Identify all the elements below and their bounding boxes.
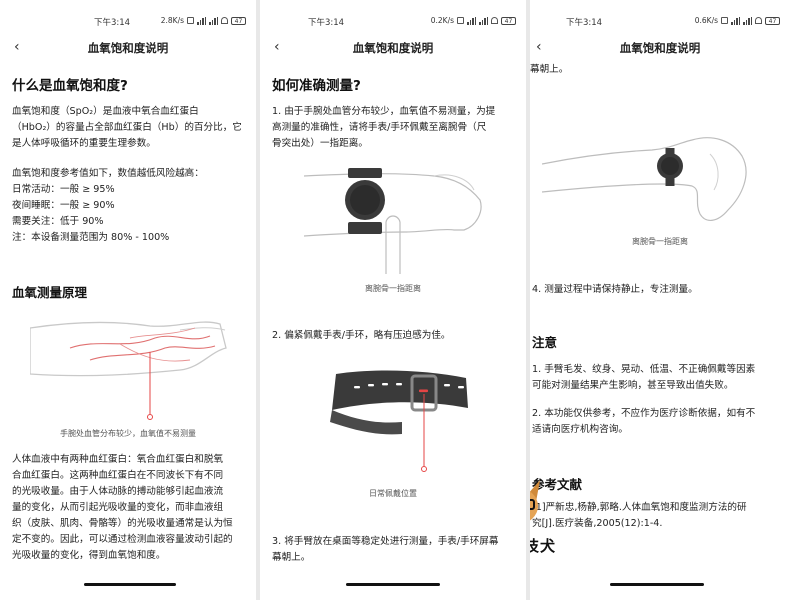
status-bar: 下午3:14 0.2K/s 47 xyxy=(260,16,526,32)
wifi-icon xyxy=(491,17,498,24)
status-bar: 下午3:14 2.8K/s 47 xyxy=(0,16,256,32)
status-time: 下午3:14 xyxy=(94,18,131,28)
status-icons: 2.8K/s 47 xyxy=(161,16,246,25)
home-indicator[interactable] xyxy=(84,583,176,586)
navigation-bar: ‹ 血氧饱和度说明 xyxy=(530,38,790,58)
text-line: （HbO₂）的容量占全部血红蛋白（Hb）的百分比，它 xyxy=(12,122,242,133)
intro-text: 血氧饱和度（SpO₂）是血液中氧合血红蛋白 （HbO₂）的容量占全部血红蛋白（H… xyxy=(12,104,242,152)
text-line: 注：本设备测量范围为 80% - 100% xyxy=(12,232,170,243)
wrist-vessels-illustration xyxy=(30,321,227,420)
status-time: 下午3:14 xyxy=(566,18,603,28)
watermark-text: 科技犬 xyxy=(530,537,557,555)
page-title: 血氧饱和度说明 xyxy=(352,41,434,55)
signal-icon xyxy=(743,16,752,25)
text-line: 可能对测量结果产生影响，甚至导致出值失败。 xyxy=(532,380,734,391)
reference-values: 血氧饱和度参考值如下，数值越低风险越高： 日常活动：一般 ≥ 95% 夜间睡眠：… xyxy=(12,166,204,246)
status-bar: 下午3:14 0.6K/s 47 xyxy=(530,16,790,32)
status-icons: 0.6K/s 47 xyxy=(695,16,780,25)
battery-icon: 47 xyxy=(231,16,246,25)
status-icons: 0.2K/s 47 xyxy=(431,16,516,25)
network-speed: 0.2K/s xyxy=(430,16,454,25)
principle-body: 人体血液中有两种血红蛋白：氧合血红蛋白和脱氧 合血红蛋白。这两种血红蛋白在不同波… xyxy=(12,452,233,564)
text-line: 骨突出处）一指距离。 xyxy=(272,138,368,149)
text-line: 合血红蛋白。这两种血红蛋白在不同波长下有不同 xyxy=(12,470,224,481)
text-line: 1. 由于手腕处血管分布较少，血氧值不易测量，为提 xyxy=(272,106,496,117)
chevron-left-icon[interactable]: ‹ xyxy=(14,39,20,55)
section-heading: 注意 xyxy=(532,335,558,350)
step-1-text: 1. 由于手腕处血管分布较少，血氧值不易测量，为提 高测量的准确性，请将手表/手… xyxy=(272,104,495,152)
text-line: 2. 本功能仅供参考，不应作为医疗诊断依据，如有不 xyxy=(532,408,756,419)
illustration-caption: 离腕骨一指距离 xyxy=(632,237,688,246)
text-line: 夜间睡眠：一般 ≥ 90% xyxy=(12,200,115,211)
text-line: [1]严新忠,杨静,郭略.人体血氧饱和度监测方法的研 xyxy=(532,502,747,513)
text-line: 人体血液中有两种血红蛋白：氧合血红蛋白和脱氧 xyxy=(12,454,224,465)
section-heading: 参考文献 xyxy=(532,477,583,492)
panel-divider xyxy=(256,0,260,600)
text-line: 究[J].医疗装备,2005(12):1-4. xyxy=(532,518,663,529)
signal-icon xyxy=(467,16,476,25)
step-2-text: 2. 偏紧佩戴手表/手环，略有压迫感为佳。 xyxy=(272,330,451,341)
network-speed: 2.8K/s xyxy=(160,16,184,25)
navigation-bar: ‹ 血氧饱和度说明 xyxy=(260,38,526,58)
step-4-text: 4. 测量过程中请保持静止，专注测量。 xyxy=(532,284,698,295)
signal-icon xyxy=(731,16,740,25)
text-line: 3. 将手臂放在桌面等稳定处进行测量，手表/手环屏幕 xyxy=(272,536,499,547)
section-heading: 什么是血氧饱和度? xyxy=(12,78,128,94)
watch-band-illustration xyxy=(330,370,468,472)
panel-divider xyxy=(526,0,530,600)
wifi-icon xyxy=(755,17,762,24)
page-title: 血氧饱和度说明 xyxy=(619,41,701,55)
arm-watch-illustration xyxy=(542,137,747,221)
text-line: 高测量的准确性，请将手表/手环佩戴至离腕骨（尺 xyxy=(272,122,487,133)
alarm-icon xyxy=(457,17,464,24)
screen-2: 下午3:14 0.2K/s 47 ‹ 血氧饱和度说明 如何准确测量? 1. 由于… xyxy=(260,0,526,600)
navigation-bar: ‹ 血氧饱和度说明 xyxy=(0,38,256,58)
screen-3: 下午3:14 0.6K/s 47 ‹ 血氧饱和度说明 幕朝上。 离腕骨一指距离 … xyxy=(530,0,790,600)
alarm-icon xyxy=(187,17,194,24)
signal-icon xyxy=(197,16,206,25)
text-line: 血氧饱和度参考值如下，数值越低风险越高： xyxy=(12,168,204,179)
wifi-icon xyxy=(221,17,228,24)
battery-icon: 47 xyxy=(765,16,780,25)
signal-icon xyxy=(479,16,488,25)
status-time: 下午3:14 xyxy=(308,18,345,28)
chevron-left-icon[interactable]: ‹ xyxy=(536,39,542,55)
chevron-left-icon[interactable]: ‹ xyxy=(274,39,280,55)
text-line: 光吸收量的变化，得到血氧饱和度。 xyxy=(12,550,166,561)
text-line: 血氧饱和度（SpO₂）是血液中氧合血红蛋白 xyxy=(12,106,199,117)
text-line: 需要关注：低于 90% xyxy=(12,216,104,227)
home-indicator[interactable] xyxy=(610,583,704,586)
text-line: 织（皮肤、肌肉、骨骼等）的光吸收量通常是认为恒 xyxy=(12,518,233,529)
screen-1: 下午3:14 2.8K/s 47 ‹ 血氧饱和度说明 什么是血氧饱和度? 血氧饱… xyxy=(0,0,256,600)
text-line: 1. 手臂毛发、纹身、晃动、低温、不正确佩戴等因素 xyxy=(532,364,756,375)
alarm-icon xyxy=(721,17,728,24)
text-line: 量的变化，从而引起光吸收量的变化，而非血液组 xyxy=(12,502,224,513)
section-heading: 血氧测量原理 xyxy=(12,285,88,300)
notice-1-text: 1. 手臂毛发、纹身、晃动、低温、不正确佩戴等因素 可能对测量结果产生影响，甚至… xyxy=(532,362,755,394)
page-title: 血氧饱和度说明 xyxy=(87,41,169,55)
notice-2-text: 2. 本功能仅供参考，不应作为医疗诊断依据，如有不 适请向医疗机构咨询。 xyxy=(532,406,755,438)
text-line: 的光吸收量。由于人体动脉的搏动能够引起血液流 xyxy=(12,486,224,497)
dog-mascot-logo xyxy=(530,480,540,521)
text-line: 适请向医疗机构咨询。 xyxy=(532,424,628,435)
text-line: 幕朝上。 xyxy=(272,552,311,563)
illustration-caption: 日常佩戴位置 xyxy=(369,489,417,498)
hand-watch-illustration xyxy=(304,168,482,274)
text-line: 日常活动：一般 ≥ 95% xyxy=(12,184,115,195)
signal-icon xyxy=(209,16,218,25)
illustration-caption: 手腕处血管分布较少，血氧值不易测量 xyxy=(60,429,196,438)
battery-icon: 47 xyxy=(501,16,516,25)
step-3-text: 3. 将手臂放在桌面等稳定处进行测量，手表/手环屏幕 幕朝上。 xyxy=(272,534,499,566)
home-indicator[interactable] xyxy=(346,583,440,586)
illustration-caption: 离腕骨一指距离 xyxy=(365,284,421,293)
section-heading: 如何准确测量? xyxy=(272,78,361,94)
text-line: 是人体呼吸循环的重要生理参数。 xyxy=(12,138,156,149)
reference-text: [1]严新忠,杨静,郭略.人体血氧饱和度监测方法的研 究[J].医疗装备,200… xyxy=(532,500,747,532)
continued-text: 幕朝上。 xyxy=(530,64,569,75)
network-speed: 0.6K/s xyxy=(694,16,718,25)
text-line: 定不变的。因此，可以通过检测血液容量波动引起的 xyxy=(12,534,233,545)
